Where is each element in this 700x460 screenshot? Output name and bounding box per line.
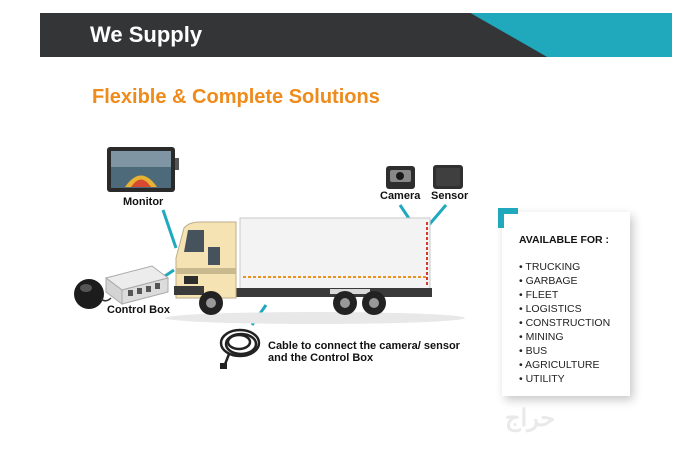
camera-icon [386, 166, 415, 189]
list-item: • UTILITY [519, 373, 565, 385]
available-heading: AVAILABLE FOR : [519, 234, 610, 246]
monitor-label: Monitor [123, 196, 164, 208]
list-item: • LOGISTICS [519, 303, 582, 315]
list-item: • AGRICULTURE [519, 359, 600, 371]
cable-icon [219, 328, 261, 369]
page-subtitle: Flexible & Complete Solutions [92, 86, 380, 108]
header-title: We Supply [90, 22, 203, 47]
cable-label-line2: and the Control Box [268, 352, 374, 364]
truck-illustration [165, 217, 465, 324]
list-item: • GARBAGE [519, 275, 578, 287]
sensor-label: Sensor [431, 190, 469, 202]
panel-accent-vertical [498, 208, 504, 228]
monitor-icon [107, 147, 179, 192]
header-banner: We Supply [40, 13, 672, 57]
list-item: • CONSTRUCTION [519, 317, 611, 329]
list-item: • TRUCKING [519, 261, 581, 273]
list-item: • MINING [519, 331, 564, 343]
available-list: • TRUCKING • GARBAGE • FLEET • LOGISTICS… [519, 260, 610, 386]
list-item: • FLEET [519, 289, 559, 301]
cable-label-line1: Cable to connect the camera/ sensor [268, 340, 460, 352]
camera-label: Camera [380, 190, 421, 202]
panel-accent-horizontal [498, 208, 518, 214]
watermark: حراج [505, 405, 556, 432]
list-item: • BUS [519, 345, 548, 357]
sensor-icon [433, 165, 463, 189]
gps-antenna-icon [74, 279, 112, 309]
available-for-panel: AVAILABLE FOR : • TRUCKING • GARBAGE • F… [498, 208, 630, 396]
control-box-icon [104, 265, 170, 305]
control-box-label: Control Box [107, 304, 170, 316]
